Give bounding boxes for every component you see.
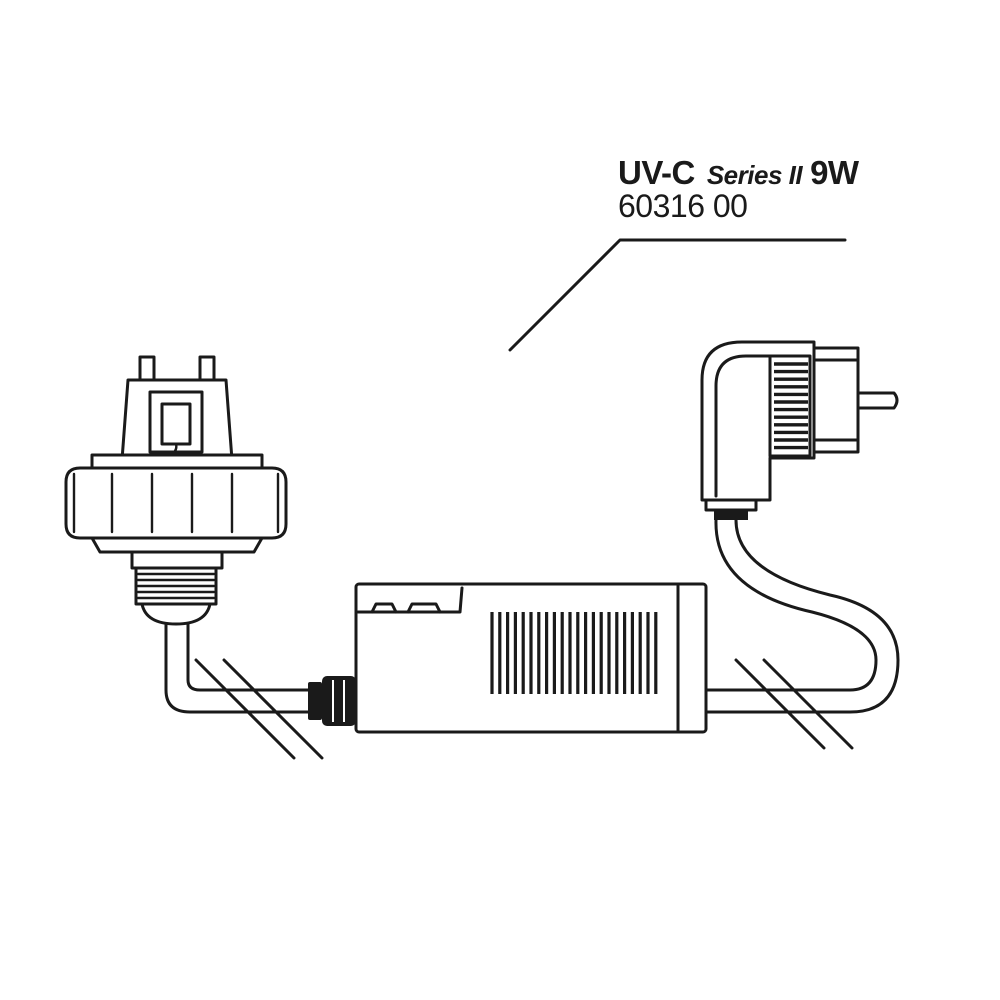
part-number: 60316 00	[618, 188, 748, 224]
leader-line	[508, 238, 847, 352]
cable-break-mark-right	[734, 658, 854, 750]
mains-plug	[700, 340, 899, 520]
ballast-vent-grille	[490, 612, 658, 694]
lamp-socket	[64, 355, 288, 626]
cable-lamp-to-ballast	[164, 618, 314, 714]
series-name: Series II	[706, 160, 803, 190]
product-label: UV-C Series II 9W 60316 00	[618, 156, 859, 222]
model-name: UV-C	[618, 154, 695, 191]
wattage: 9W	[810, 154, 859, 191]
plug-grip-ribs	[774, 362, 808, 450]
cable-break-mark-left	[194, 658, 324, 760]
cable-ballast-to-plug	[703, 518, 900, 714]
cable-gland	[308, 676, 356, 726]
product-title: UV-C Series II 9W	[618, 156, 859, 189]
